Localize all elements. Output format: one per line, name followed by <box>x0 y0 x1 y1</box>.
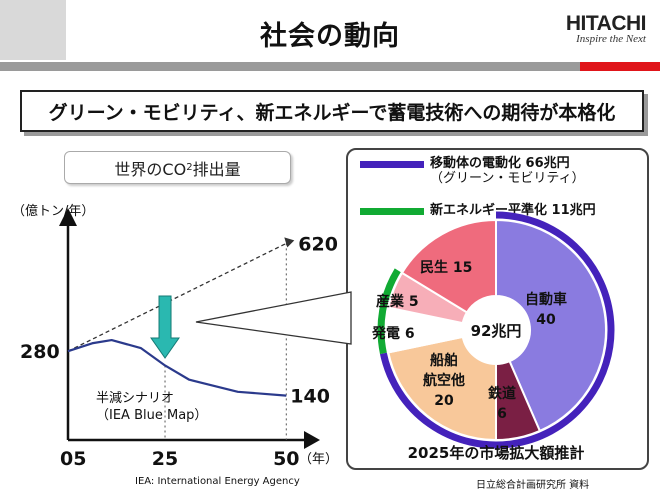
outer-ring-mobility <box>379 211 615 449</box>
scenario-label-line2: （IEA Blue Map） <box>96 408 207 423</box>
scenario-label-line1: 半減シナリオ <box>96 390 174 406</box>
slice-label: 鉄道 <box>488 385 516 402</box>
header-rule-red <box>580 62 660 71</box>
legend-newenergy-line1: 新エネルギー平準化 11兆円 <box>430 203 596 218</box>
legend-line-mobility <box>360 161 424 168</box>
co2-label-sub: 2 <box>186 162 193 173</box>
legend-line-newenergy <box>360 208 424 215</box>
pie-slice <box>387 335 497 442</box>
slice-label: 自動車 <box>525 291 567 308</box>
end-label-140: 140 <box>290 386 330 408</box>
legend-text-newenergy: 新エネルギー平準化 11兆円 <box>430 203 596 218</box>
end-label-620: 620 <box>298 233 338 255</box>
y-axis-arrow <box>59 208 77 226</box>
callout-wedge <box>195 291 352 345</box>
outer-ring-newenergy <box>377 268 401 355</box>
down-arrow-icon <box>150 295 180 359</box>
page-title: 社会の動向 <box>260 21 400 52</box>
slice-label: 20 <box>434 393 454 409</box>
pie-center-label: 92兆円 <box>471 322 522 340</box>
logo-tagline: Inspire the Next <box>576 33 646 45</box>
series-line-halving <box>67 339 287 397</box>
x-axis-arrow <box>304 431 320 449</box>
legend-text-mobility: 移動体の電動化 66兆円 （グリーン・モビリティ） <box>430 156 585 186</box>
headline-box: グリーン・モビリティ、新エネルギーで蓄電技術への期待が本格化 <box>20 90 644 132</box>
x-tick-label: 05 <box>60 448 86 470</box>
slice-label: 航空他 <box>423 372 465 389</box>
slice-label: 発電 6 <box>371 325 415 342</box>
slice-label: 船舶 <box>430 352 458 369</box>
x-axis-title: （年） <box>299 452 338 467</box>
legend-mobility-line1: 移動体の電動化 66兆円 <box>430 156 570 171</box>
slice-label: 民生 15 <box>420 259 472 276</box>
co2-label-prefix: 世界のCO <box>114 159 187 179</box>
x-tick-label: 25 <box>152 448 178 470</box>
pie-slice <box>400 218 497 314</box>
hitachi-logo: HITACHI Inspire the Next <box>565 12 647 45</box>
credit-note: 日立総合計画研究所 資料 <box>476 480 590 491</box>
header-band <box>0 0 66 60</box>
baseline-arrowhead <box>284 237 295 248</box>
pie-footer-label: 2025年の市場拡大額推計 <box>408 444 585 462</box>
logo-wordmark: HITACHI <box>565 12 647 35</box>
pie-center-hole <box>463 297 529 363</box>
slice-label: 産業 5 <box>376 293 419 310</box>
slice-label: 6 <box>497 406 507 422</box>
header-rule-grey <box>0 62 580 71</box>
series-line-baseline <box>67 242 287 352</box>
x-tick-label: 50 <box>273 448 299 470</box>
slice-label: 40 <box>536 312 556 328</box>
y-axis-title: （億トン/年） <box>12 203 94 219</box>
source-note: IEA: International Energy Agency <box>135 476 300 487</box>
legend-mobility-line2: （グリーン・モビリティ） <box>430 171 585 186</box>
y-tick-label: 280 <box>20 341 60 363</box>
co2-label-suffix: 排出量 <box>192 159 241 179</box>
pie-slice <box>495 218 607 433</box>
